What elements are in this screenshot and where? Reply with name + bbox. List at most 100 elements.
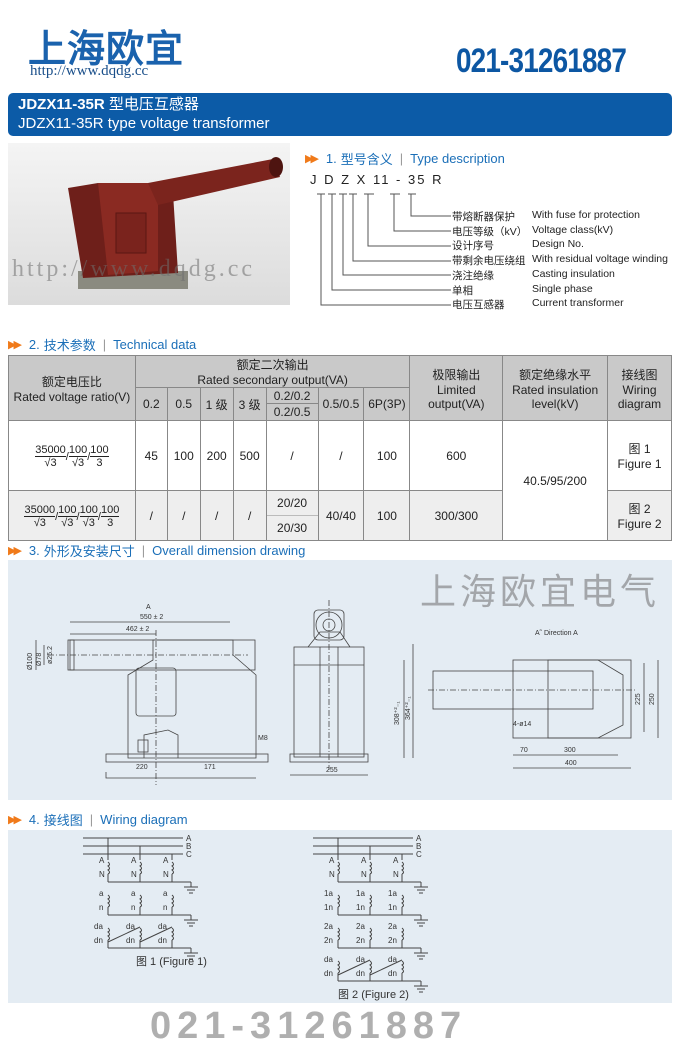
terminal-label: a xyxy=(163,889,168,898)
terminal-label: 2n xyxy=(388,936,397,945)
ground-icon xyxy=(184,882,198,894)
terminal-label: n xyxy=(131,903,135,912)
winding-icon xyxy=(139,894,142,908)
dim-label: 400 xyxy=(565,760,577,767)
title-en: JDZX11-35R type voltage transformer xyxy=(18,115,270,132)
company-logo: 上海欧宜 xyxy=(28,27,185,71)
terminal-label: A xyxy=(131,856,137,865)
ground-icon xyxy=(184,948,198,960)
winding-icon xyxy=(401,894,404,908)
winding-icon xyxy=(369,927,372,941)
wire xyxy=(107,926,141,943)
terminal-label: 2a xyxy=(356,922,365,931)
terminal-label: A xyxy=(163,856,169,865)
winding-icon xyxy=(171,927,174,941)
bus-label: A xyxy=(416,834,422,843)
cell: / xyxy=(199,490,234,541)
dim-label: A˜ Direction A xyxy=(535,630,578,637)
title-banner: JDZX11-35R 型电压互感器 JDZX11-35R type voltag… xyxy=(8,93,672,136)
terminal-label: dn xyxy=(126,936,135,945)
dim-label: 250 xyxy=(649,693,656,705)
cell: 100 xyxy=(363,490,411,541)
figure-caption: 图 1 (Figure 1) xyxy=(136,955,207,968)
terminal-label: 1a xyxy=(324,889,333,898)
dim-label: Ø100 xyxy=(27,653,34,670)
terminal-label: da xyxy=(126,922,135,931)
header-class1: 1 级 xyxy=(199,387,234,421)
terminal-label: a xyxy=(131,889,136,898)
winding-icon xyxy=(401,927,404,941)
dimension-drawing-panel: A 550 ± 2 462 ± 2 Ø100 Ø78 ø25.2 M8 220 … xyxy=(8,560,672,800)
watermark-phone: 021-31261887 xyxy=(150,1005,468,1047)
terminal-label: 2a xyxy=(324,922,333,931)
winding-icon xyxy=(337,960,340,974)
cell: 300/300 xyxy=(409,490,504,541)
dim-label: Ø78 xyxy=(36,653,43,666)
bus-label: B xyxy=(186,842,191,851)
terminal-label: 2a xyxy=(388,922,397,931)
terminal-label: 1n xyxy=(324,903,333,912)
terminal-label: 2n xyxy=(324,936,333,945)
dimension-drawing: A 550 ± 2 462 ± 2 Ø100 Ø78 ø25.2 M8 220 … xyxy=(27,600,659,785)
wire xyxy=(139,926,173,943)
winding-icon xyxy=(337,894,340,908)
double-arrow-icon: ▶▶ xyxy=(8,545,22,557)
terminal-label: dn xyxy=(94,936,103,945)
section2-heading: ▶▶ 2.技术参数|Technical data xyxy=(8,337,197,353)
terminal-label: N xyxy=(329,870,335,879)
insulation-cell: 40.5/95/200 xyxy=(502,420,609,541)
double-arrow-icon: ▶▶ xyxy=(305,153,319,165)
cell: / xyxy=(134,490,168,541)
header-0-5-0-5: 0.5/0.5 xyxy=(317,387,365,421)
section4-heading: ▶▶ 4.接线图|Wiring diagram xyxy=(8,812,188,828)
terminal-label: dn xyxy=(158,936,167,945)
dim-label: 220 xyxy=(136,764,148,771)
cell: 45 xyxy=(134,420,168,491)
terminal-label: N xyxy=(131,870,137,879)
dim-label: 255 xyxy=(326,767,338,774)
header-0-5: 0.5 xyxy=(166,387,201,421)
section3-heading: ▶▶ 3.外形及安装尺寸|Overall dimension drawing xyxy=(8,543,306,559)
terminal-label: da xyxy=(158,922,167,931)
dim-label: 308⁺²₋₁ xyxy=(394,701,401,725)
dim-label: 462 ± 2 xyxy=(126,626,149,633)
terminal-label: n xyxy=(99,903,103,912)
type-code-lines xyxy=(317,193,451,306)
wire xyxy=(337,959,371,976)
terminal-label: dn xyxy=(356,969,365,978)
terminal-label: 2n xyxy=(356,936,365,945)
ground-icon xyxy=(184,915,198,927)
cell: / xyxy=(232,490,267,541)
terminal-label: da xyxy=(356,955,365,964)
terminal-label: A xyxy=(361,856,367,865)
bus-label: A xyxy=(186,834,192,843)
bus-label: B xyxy=(416,842,421,851)
cell: / xyxy=(166,490,201,541)
website-url[interactable]: http://www.dqdg.cc xyxy=(30,63,149,79)
cell: 600 xyxy=(409,420,504,491)
cell: 500 xyxy=(232,420,267,491)
terminal-label: da xyxy=(388,955,397,964)
terminal-label: N xyxy=(361,870,367,879)
dim-label: 171 xyxy=(204,764,216,771)
terminal-label: dn xyxy=(324,969,333,978)
type-legend-item: 电压等级（kV）Voltage class(kV) xyxy=(452,223,614,238)
ground-icon xyxy=(414,882,428,894)
dim-label: M8 xyxy=(258,735,268,742)
winding-icon xyxy=(107,927,110,941)
double-arrow-icon: ▶▶ xyxy=(8,814,22,826)
terminal-label: da xyxy=(94,922,103,931)
section1-heading: ▶▶ 1.型号含义|Type description xyxy=(305,151,505,167)
winding-icon xyxy=(139,927,142,941)
wire xyxy=(369,959,403,976)
terminal-label: A xyxy=(329,856,335,865)
